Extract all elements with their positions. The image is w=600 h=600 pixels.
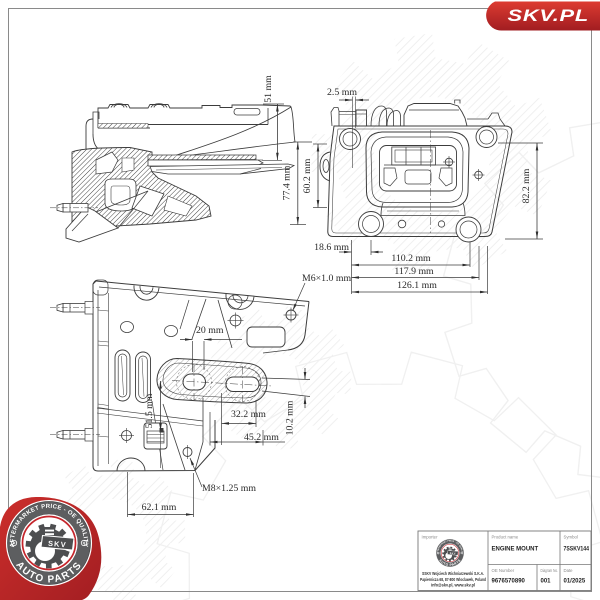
svg-text:M6×1.0 mm: M6×1.0 mm bbox=[302, 273, 351, 284]
svg-text:20 mm: 20 mm bbox=[196, 325, 224, 336]
svg-text:OE Number: OE Number bbox=[492, 568, 515, 573]
svg-text:10.2 mm: 10.2 mm bbox=[285, 400, 296, 435]
svg-text:82.2 mm: 82.2 mm bbox=[521, 168, 532, 203]
svg-text:126.1 mm: 126.1 mm bbox=[397, 280, 437, 291]
svg-text:51 mm: 51 mm bbox=[263, 75, 274, 103]
svg-text:117.9 mm: 117.9 mm bbox=[394, 266, 434, 277]
svg-text:001: 001 bbox=[541, 579, 552, 585]
svg-text:Papiernicza 68, 87-800 Wloclaw: Papiernicza 68, 87-800 Wloclawek, Poland bbox=[420, 577, 486, 582]
svg-text:7SSKV144: 7SSKV144 bbox=[564, 547, 590, 553]
svg-text:ENGINE MOUNT: ENGINE MOUNT bbox=[492, 547, 539, 553]
svg-text:Symbol: Symbol bbox=[564, 535, 578, 540]
svg-text:18.6 mm: 18.6 mm bbox=[314, 242, 349, 253]
svg-text:Product name: Product name bbox=[492, 535, 519, 540]
svg-text:110.2 mm: 110.2 mm bbox=[391, 253, 431, 264]
svg-text:info@skv.pl, www.skv.pl: info@skv.pl, www.skv.pl bbox=[431, 583, 475, 588]
svg-text:77.4 mm: 77.4 mm bbox=[282, 165, 293, 200]
svg-text:Diagram No.: Diagram No. bbox=[541, 568, 559, 573]
svg-text:Date: Date bbox=[564, 568, 574, 573]
svg-text:32.2 mm: 32.2 mm bbox=[231, 409, 266, 420]
svg-text:62.1 mm: 62.1 mm bbox=[142, 502, 177, 513]
svg-text:SSKV Wojciech Wichniarzewski S: SSKV Wojciech Wichniarzewski S.K.A. bbox=[422, 571, 484, 576]
svg-text:45.2 mm: 45.2 mm bbox=[244, 432, 279, 443]
svg-text:9676570890: 9676570890 bbox=[492, 579, 526, 585]
svg-text:Importer: Importer bbox=[422, 535, 439, 540]
svg-text:SKV: SKV bbox=[450, 552, 456, 556]
svg-text:SKV: SKV bbox=[48, 539, 68, 550]
svg-text:60.2 mm: 60.2 mm bbox=[302, 158, 313, 193]
svg-text:SKV.PL: SKV.PL bbox=[508, 6, 590, 25]
svg-text:M8×1.25 mm: M8×1.25 mm bbox=[202, 483, 256, 494]
svg-text:01/2025: 01/2025 bbox=[564, 579, 586, 585]
svg-text:2.5 mm: 2.5 mm bbox=[327, 87, 357, 98]
svg-text:51.5 mm: 51.5 mm bbox=[144, 393, 155, 428]
